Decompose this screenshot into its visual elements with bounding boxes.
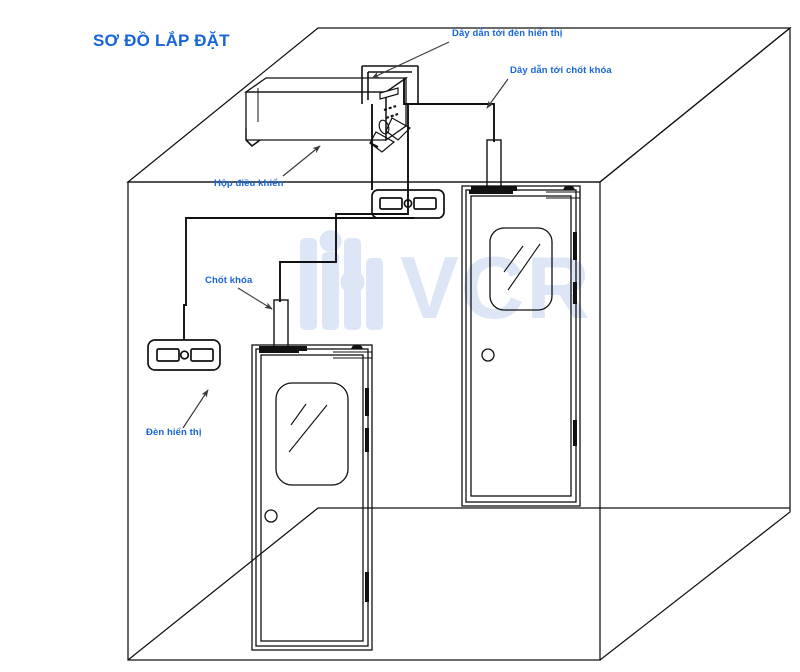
lock-front[interactable] (259, 299, 307, 351)
leader-wire-to-indicator (371, 41, 450, 79)
room-ceiling (126, 27, 792, 183)
door-back-header-seal (469, 190, 513, 194)
door-back-hinge-1 (573, 232, 577, 260)
label-lock-bolt: Chốt khóa (205, 275, 253, 286)
room-floor-line (127, 507, 790, 661)
door-front-outer-frame (251, 344, 373, 651)
indicator-panel-front-button (179, 350, 190, 360)
lock-front-body (273, 299, 289, 349)
door-back-glass-glint-1 (503, 245, 524, 273)
door-back-hinge-2 (573, 282, 577, 304)
label-indicator-lamp: Đèn hiển thị (146, 427, 202, 438)
door-front-inner-frame (255, 348, 369, 647)
indicator-panel-back-lamp-left (379, 197, 403, 210)
indicator-panel-front-body (147, 339, 221, 371)
label-control-box: Hộp điều khiển (214, 178, 284, 189)
control-box-front-face (245, 91, 387, 141)
control-box-terminals (369, 87, 411, 153)
room-right-wall (599, 26, 791, 661)
door-back-inner-frame (465, 189, 577, 503)
lock-back-body (486, 139, 502, 189)
wire-to-back-lock (403, 78, 495, 142)
door-front-glass-glint-1 (290, 403, 307, 426)
indicator-panel-back-body (371, 189, 445, 219)
lock-back-base-plate (471, 186, 517, 191)
leader-lock-bolt (237, 287, 273, 310)
indicator-panel-back-lamp-right (413, 197, 437, 210)
door-front-hinge-3 (365, 572, 369, 602)
door-front-hinge-1 (365, 388, 369, 416)
control-box-bracket (361, 65, 419, 104)
door-front-handle (264, 509, 278, 523)
leader-wire-to-lock (486, 78, 509, 109)
lock-back[interactable] (471, 139, 517, 191)
door-back-glass-glint-2 (507, 243, 541, 291)
door-front-window (275, 382, 349, 486)
leader-control-box (282, 145, 321, 177)
wire-to-front-indicator (183, 217, 414, 340)
door-back[interactable] (461, 185, 581, 507)
room-outline (126, 26, 792, 661)
door-front[interactable] (251, 344, 373, 651)
door-back-window (489, 227, 553, 311)
watermark: VCR (300, 230, 592, 337)
indicator-panel-front[interactable] (147, 339, 221, 371)
control-box-top-face (243, 77, 409, 93)
control-box-left-foot (245, 139, 261, 148)
indicator-panel-back[interactable] (371, 189, 445, 219)
leader-indicator-lamp (182, 389, 209, 429)
door-back-leaf (470, 195, 572, 497)
door-front-glass-glint-2 (288, 404, 328, 453)
door-back-handle (481, 348, 495, 362)
door-back-hinge-3 (573, 420, 577, 446)
watermark-text: VCR (400, 238, 592, 337)
label-wire-to-indicator: Dây dẫn tới đèn hiển thị (452, 28, 563, 39)
door-front-leaf (260, 354, 364, 642)
door-front-hinge-2 (365, 428, 369, 452)
door-back-outer-frame (461, 185, 581, 507)
label-leaders (182, 41, 509, 429)
wiring (183, 78, 495, 340)
indicator-panel-front-lamp-right (190, 348, 214, 362)
page-title: SƠ ĐỒ LẮP ĐẶT (93, 31, 230, 50)
indicator-panel-front-lamp-left (156, 348, 180, 362)
lock-front-base-plate (259, 346, 307, 351)
indicator-panel-back-button (403, 199, 413, 208)
wire-to-front-lock (279, 104, 409, 302)
label-wire-to-lock: Dây dẫn tới chốt khóa (510, 65, 612, 76)
